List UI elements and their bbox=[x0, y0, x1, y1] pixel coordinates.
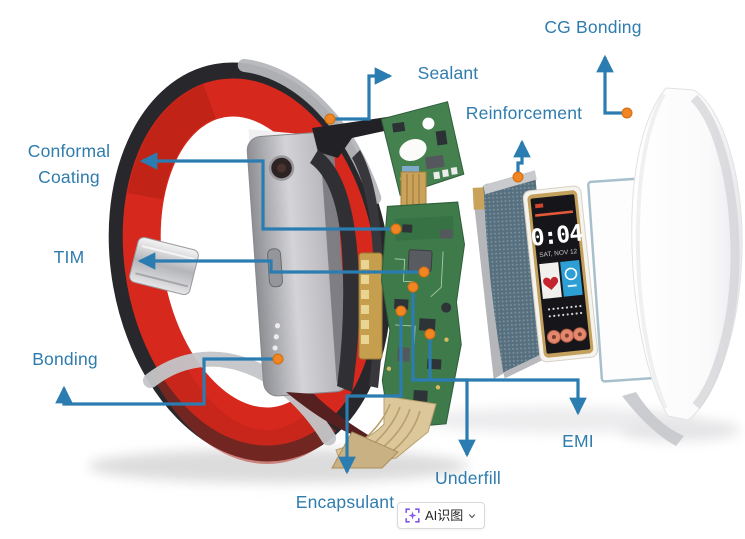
inner-chassis bbox=[246, 129, 350, 397]
display-module: 0:04 SAT, NOV 12 bbox=[522, 185, 599, 363]
label-encapsulant: Encapsulant bbox=[295, 492, 395, 512]
label-bonding: Bonding bbox=[32, 349, 98, 369]
line-reinforcement bbox=[513, 139, 531, 176]
ai-recognize-button[interactable]: AI识图 bbox=[397, 502, 486, 529]
screen-time: 0:04 bbox=[530, 221, 584, 252]
band-clasp bbox=[129, 236, 199, 296]
annotation-lines bbox=[55, 54, 627, 475]
label-tim: TIM bbox=[53, 247, 85, 267]
line-conformal-coating bbox=[139, 152, 396, 231]
screen-date: SAT, NOV 12 bbox=[539, 248, 578, 259]
label-reinforcement: Reinforcement bbox=[465, 103, 583, 123]
gold-connector bbox=[358, 252, 383, 360]
ai-button-label: AI识图 bbox=[425, 508, 464, 523]
label-underfill: Underfill bbox=[435, 468, 501, 488]
heart-icon bbox=[543, 276, 559, 290]
scan-sparkle-icon bbox=[405, 508, 420, 523]
label-emi: EMI bbox=[562, 431, 594, 451]
label-cg-bonding: CG Bonding bbox=[544, 17, 642, 37]
label-conformal-coating: Conformal Coating bbox=[27, 141, 111, 187]
line-sealant bbox=[330, 67, 393, 121]
cover-glass bbox=[622, 87, 743, 446]
chevron-down-icon bbox=[469, 513, 476, 518]
label-sealant: Sealant bbox=[417, 63, 479, 83]
line-emi bbox=[428, 334, 587, 416]
line-tim bbox=[137, 252, 424, 274]
annotation-dots bbox=[272, 107, 633, 365]
line-encapsulant bbox=[338, 311, 403, 475]
line-bonding bbox=[55, 357, 278, 406]
line-cg-bonding bbox=[596, 54, 627, 115]
